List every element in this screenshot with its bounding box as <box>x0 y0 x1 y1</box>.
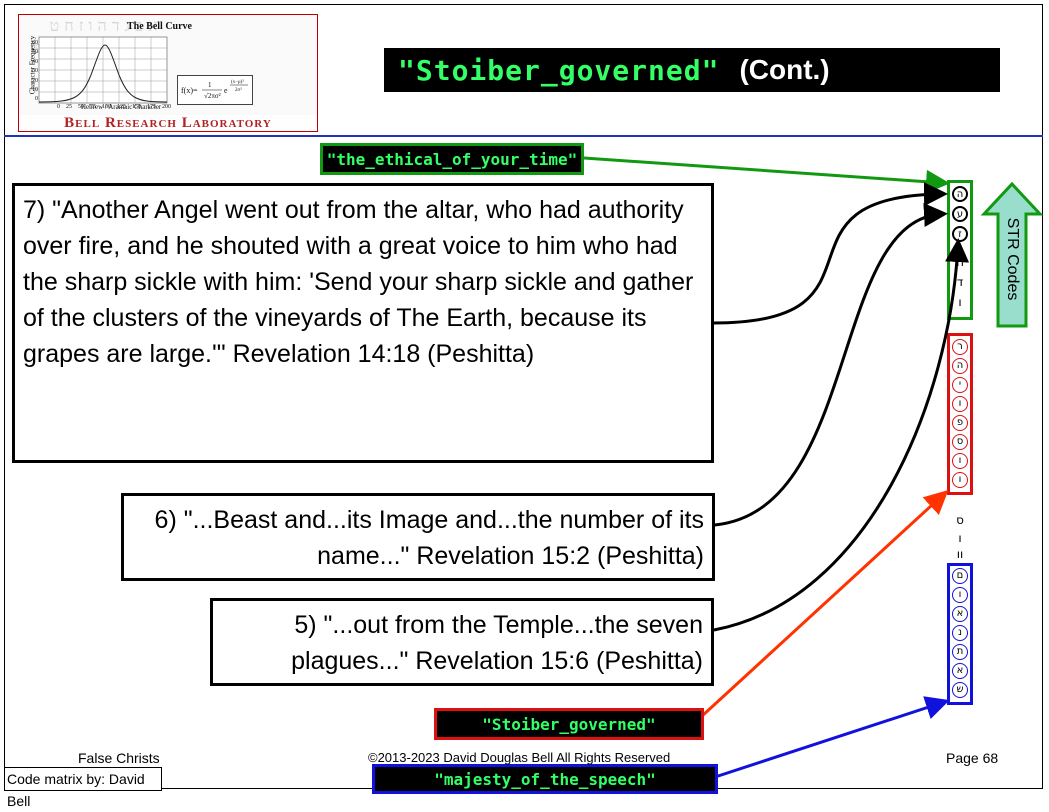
logo-y-tick: 30 <box>32 68 38 75</box>
svg-text:√2πσ²: √2πσ² <box>204 92 221 100</box>
quote-revelation-14-18: 7) "Another Angel went out from the alta… <box>12 183 714 463</box>
matrix-letter-circled: פ <box>952 415 968 431</box>
connector-arrows <box>583 156 970 780</box>
quote-revelation-15-6: 5) "...out from the Temple...the seven p… <box>210 598 714 686</box>
logo-chart-title: The Bell Curve <box>127 21 192 32</box>
logo-x-ticks: 0 25 50 75 100 125 150 175 200 <box>57 104 171 110</box>
matrix-letter-circled: א <box>952 606 968 622</box>
matrix-letter-circled: י <box>952 377 968 393</box>
svg-text:e: e <box>224 86 228 95</box>
blue-letter-group <box>947 563 973 705</box>
matrix-letter-circled: ם <box>952 568 968 584</box>
matrix-letter-circled: ר <box>952 339 968 355</box>
matrix-letter: ו <box>958 531 962 545</box>
str-codes-arrow <box>980 181 1044 328</box>
logo-y-tick: 40 <box>32 58 38 65</box>
matrix-letter: ס <box>956 513 964 527</box>
matrix-letter-circled: ו <box>952 587 968 603</box>
bell-research-logo: א ב ג ד ה ו ז ח ט י כ ל מ נ ס ע פ צ ק ר … <box>18 14 318 132</box>
logo-y-tick: 20 <box>32 77 38 84</box>
arrow-majesty-to-matrix <box>711 696 950 780</box>
red-letter-group <box>947 333 973 495</box>
slide-title: "Stoiber_governed" (Cont.) <box>384 48 1000 92</box>
title-cont-text: (Cont.) <box>739 54 830 85</box>
matrix-letter-circled: ו <box>952 396 968 412</box>
header-divider <box>4 135 1043 137</box>
logo-formula-box: f(x)= 1 √2πσ² e (x−μ)² 2σ² <box>177 75 253 105</box>
matrix-letter-circled: ע <box>952 206 968 222</box>
svg-text:(x−μ)²: (x−μ)² <box>231 79 244 85</box>
matrix-letter-circled: ו <box>952 472 968 488</box>
logo-y-tick: 50 <box>32 49 38 56</box>
matrix-letter: ד <box>956 275 964 289</box>
svg-text:1: 1 <box>208 81 212 89</box>
title-code-text: "Stoiber_governed" <box>398 53 720 87</box>
logo-y-tick: 60 <box>32 40 38 46</box>
logo-x-tick: 200 <box>162 104 171 110</box>
matrix-letter-circled: ס <box>952 434 968 450</box>
matrix-letter-circled: ת <box>952 644 968 660</box>
quote-revelation-15-2: 6) "...Beast and...its Image and...the n… <box>121 493 715 581</box>
footer-page-number: Page 68 <box>946 750 999 766</box>
logo-x-tick: 100 <box>102 104 111 110</box>
svg-text:f(x)=: f(x)= <box>181 86 198 95</box>
matrix-letter: וו <box>956 547 964 561</box>
logo-x-tick: 150 <box>132 104 141 110</box>
formula-graphic: f(x)= 1 √2πσ² e (x−μ)² 2σ² <box>181 79 248 100</box>
tag-ethical-of-your-time: "the_ethical_of_your_time" <box>320 143 584 175</box>
matrix-letter-circled: ה <box>952 186 968 202</box>
arrow-q5-to-matrix <box>713 238 970 632</box>
logo-x-tick: 75 <box>90 104 96 110</box>
arrow-stoiber-to-matrix <box>700 489 949 718</box>
arrow-q7-to-matrix <box>713 182 948 325</box>
logo-x-tick: 50 <box>78 104 84 110</box>
matrix-letter-circled: א <box>952 663 968 679</box>
bell-curve-chart <box>38 36 168 104</box>
arrow-ethical-to-matrix <box>583 156 950 194</box>
logo-y-ticks: 60 50 40 30 20 10 0 <box>28 39 38 105</box>
logo-organization-name: Bell Research Laboratory <box>19 115 317 131</box>
logo-x-tick: 175 <box>147 104 156 110</box>
footer-copyright: ©2013-2023 David Douglas Bell All Rights… <box>368 750 671 765</box>
logo-x-tick: 0 <box>57 104 60 110</box>
logo-y-tick: 10 <box>32 87 38 94</box>
logo-x-axis-label: Hebrew / Aramaic Character <box>81 103 162 111</box>
logo-y-tick: 0 <box>35 96 38 103</box>
logo-x-tick: 125 <box>117 104 126 110</box>
matrix-letter-circled: ש <box>952 682 968 698</box>
code-matrix-credit: Code matrix by: David Bell <box>4 767 162 809</box>
svg-text:2σ²: 2σ² <box>235 87 242 93</box>
matrix-letter-circled: ו <box>952 453 968 469</box>
tag-majesty-of-the-speech: "majesty_of_the_speech" <box>372 764 718 794</box>
logo-x-tick: 25 <box>66 104 72 110</box>
matrix-letter-circled: נ <box>952 625 968 641</box>
matrix-letter: ו <box>958 295 962 309</box>
footer-topic: False Christs <box>78 750 160 766</box>
matrix-letter-circled: ה <box>952 358 968 374</box>
tag-stoiber-governed: "Stoiber_governed" <box>434 708 704 740</box>
arrow-q6-to-matrix <box>714 203 948 527</box>
